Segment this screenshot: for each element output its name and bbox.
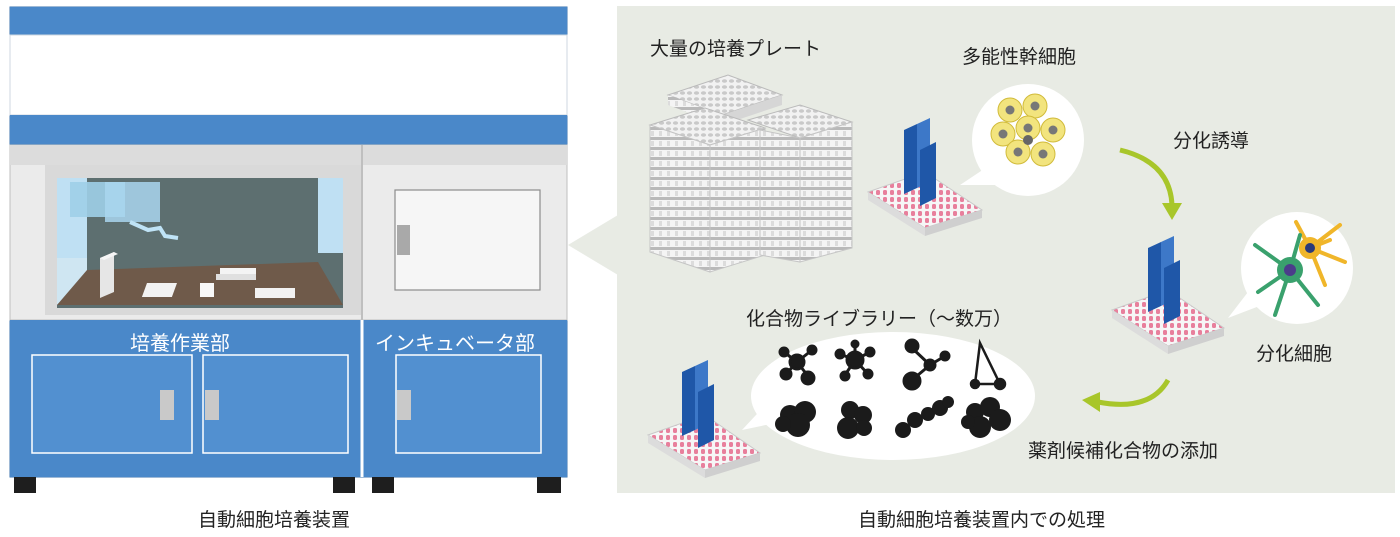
compound-library-label: 化合物ライブラリー（～数万） — [746, 308, 1013, 330]
culture-chamber-window — [57, 178, 343, 308]
molecule-icon — [902, 338, 951, 391]
compound-blob-icon — [775, 401, 816, 437]
compound-library-bubble — [742, 332, 1035, 460]
molecule-icon — [834, 339, 876, 382]
top-band — [10, 7, 567, 35]
cabinet-door-right — [395, 354, 542, 454]
compound-addition-label: 薬剤候補化合物の添加 — [1028, 440, 1219, 462]
stem-cells-label: 多能性幹細胞 — [962, 46, 1077, 68]
machine-caption: 自動細胞培養装置 — [198, 509, 351, 531]
dispensing-robot-1 — [866, 118, 984, 236]
machine-foot — [537, 477, 561, 493]
middle-band — [10, 115, 567, 145]
cell-culture-machine — [9, 6, 568, 493]
process-caption: 自動細胞培養装置内での処理 — [858, 509, 1106, 531]
cabinet-door-middle — [202, 354, 349, 454]
induction-arrow — [1119, 147, 1182, 220]
machine-foot — [14, 477, 36, 493]
stem-cell-bubble — [960, 84, 1084, 196]
plate-stack-front — [649, 124, 711, 273]
stem-cell-cluster — [990, 93, 1066, 167]
differentiated-cells-label: 分化細胞 — [1256, 343, 1333, 365]
incubator-section-label: インキュベータ部 — [375, 331, 535, 355]
door-handle — [205, 390, 219, 420]
compound-blob-icon — [837, 401, 872, 439]
compound-blob-icon — [961, 397, 1011, 438]
dispensing-robot-2 — [1110, 236, 1226, 354]
machine-foot — [372, 477, 394, 493]
compound-addition-arrow — [1082, 378, 1171, 412]
compound-blob-icon — [895, 396, 954, 438]
door-handle — [397, 390, 411, 420]
door-handle — [160, 390, 174, 420]
molecule-icon — [969, 338, 1007, 391]
plate-stack-group — [648, 74, 854, 273]
differentiated-cell-bubble — [1228, 212, 1353, 324]
molecule-icon — [778, 344, 818, 386]
incubator-window — [394, 189, 541, 291]
induction-label: 分化誘導 — [1173, 130, 1250, 152]
machine-foot — [333, 477, 355, 493]
dispensing-robot-3 — [646, 360, 762, 478]
display-panel — [9, 34, 568, 116]
neuron-cell-icon — [1253, 220, 1347, 317]
culture-section-label: 培養作業部 — [130, 331, 230, 355]
plates-label: 大量の培養プレート — [650, 38, 822, 60]
